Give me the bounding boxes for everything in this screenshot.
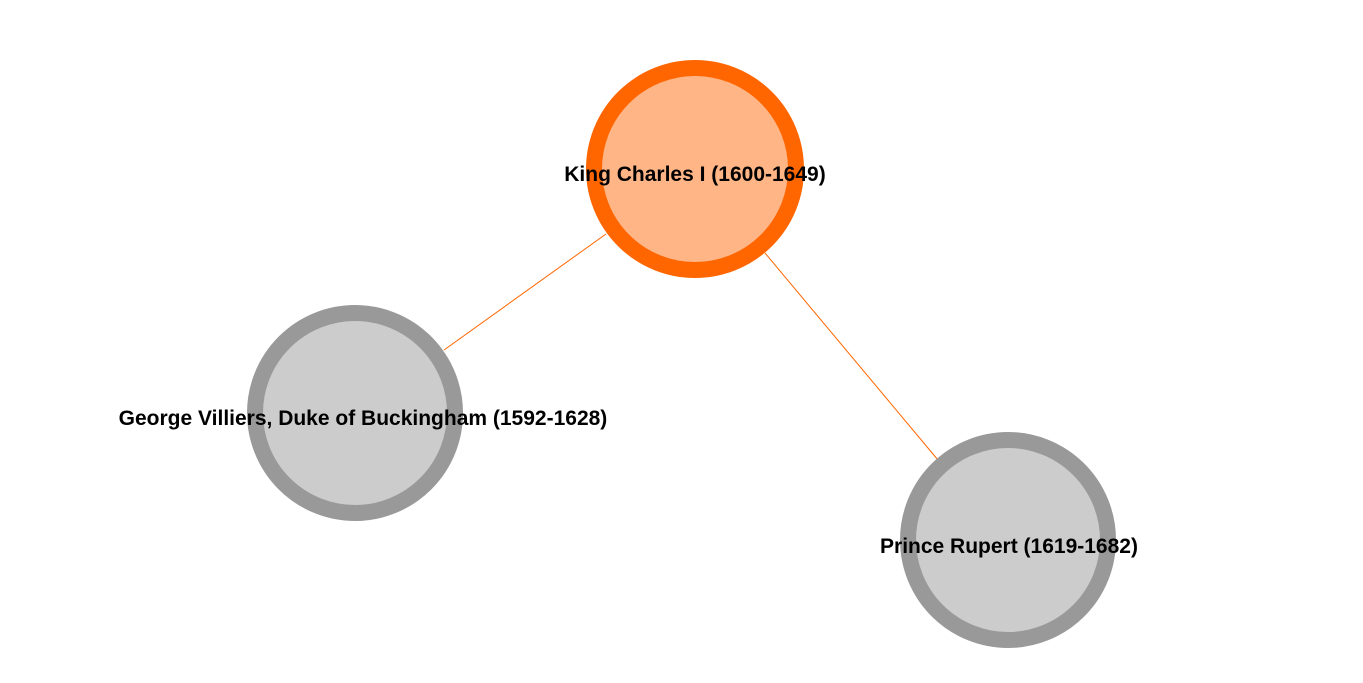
edge-charles-villiers bbox=[443, 233, 607, 351]
node-villiers[interactable]: George Villiers, Duke of Buckingham (159… bbox=[119, 305, 608, 521]
node-label: King Charles I (1600-1649) bbox=[564, 163, 825, 186]
edge-charles-rupert bbox=[764, 252, 939, 461]
node-label: George Villiers, Duke of Buckingham (159… bbox=[119, 407, 608, 430]
node-charles[interactable]: King Charles I (1600-1649) bbox=[564, 60, 826, 278]
node-label: Prince Rupert (1619-1682) bbox=[880, 535, 1138, 558]
node-rupert[interactable]: Prince Rupert (1619-1682) bbox=[880, 432, 1138, 648]
